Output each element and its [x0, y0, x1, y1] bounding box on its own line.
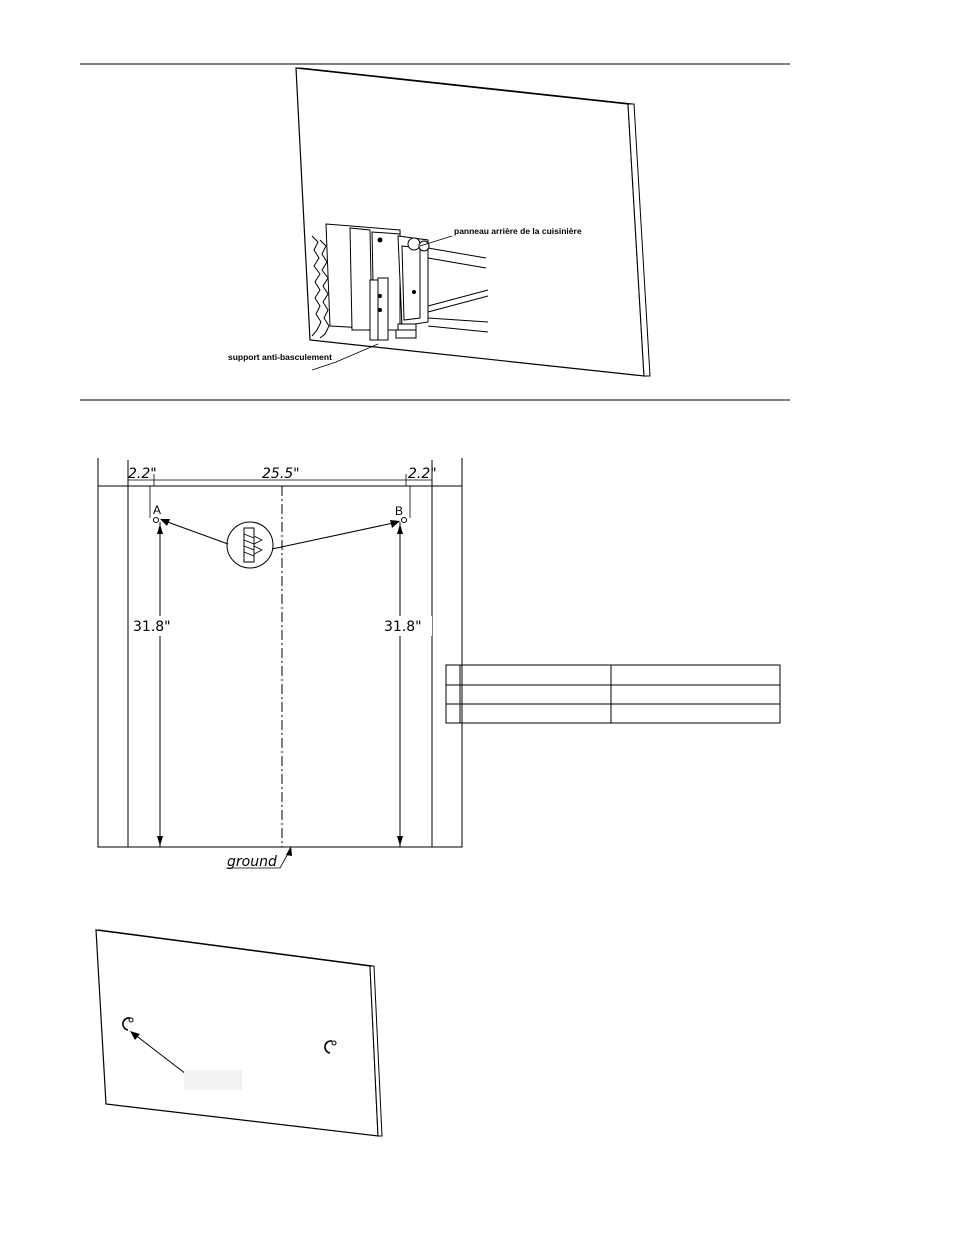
wall-anchor-detail	[226, 521, 274, 569]
callout-anti-tip-bracket: support anti-basculement	[228, 343, 379, 371]
callout-back-panel: panneau arrière de la cuisinière	[419, 226, 582, 247]
arrow-to-hole-b	[271, 521, 399, 550]
range-back-panel	[295, 67, 651, 377]
figure-1-anti-tip-installation: panneau arrière de la cuisinière support…	[80, 63, 790, 401]
hole-b-marker	[401, 517, 407, 523]
ground-callout: ground	[226, 846, 292, 870]
ground-label: ground	[227, 854, 277, 870]
point-a-label: A	[153, 503, 161, 517]
right-height-dim: 31.8"	[384, 619, 422, 635]
dimension-table	[445, 664, 781, 724]
span-dim: 25.5"	[262, 466, 300, 482]
hook-callout-box	[184, 1070, 242, 1090]
back-panel-label: panneau arrière de la cuisinière	[454, 226, 582, 236]
hook-left-icon	[122, 1017, 134, 1031]
bracket-mechanism	[311, 223, 489, 341]
hook-right-icon	[324, 1040, 337, 1054]
template-outline	[97, 485, 463, 848]
arrow-to-hole-a	[161, 519, 229, 545]
figure-3-panel-with-hooks	[95, 929, 383, 1137]
hook-callout-arrow	[133, 1033, 187, 1075]
point-b-label: B	[395, 504, 403, 518]
left-height-dim: 31.8"	[133, 619, 171, 635]
bracket-label: support anti-basculement	[228, 352, 332, 362]
hole-a-marker	[153, 517, 159, 523]
left-offset-dim: 2.2"	[128, 466, 157, 482]
right-offset-dim: 2.2"	[408, 466, 437, 482]
figure-2-drill-template: 2.2" 25.5" 2.2" A B 31.8" 31.8"	[97, 458, 781, 870]
